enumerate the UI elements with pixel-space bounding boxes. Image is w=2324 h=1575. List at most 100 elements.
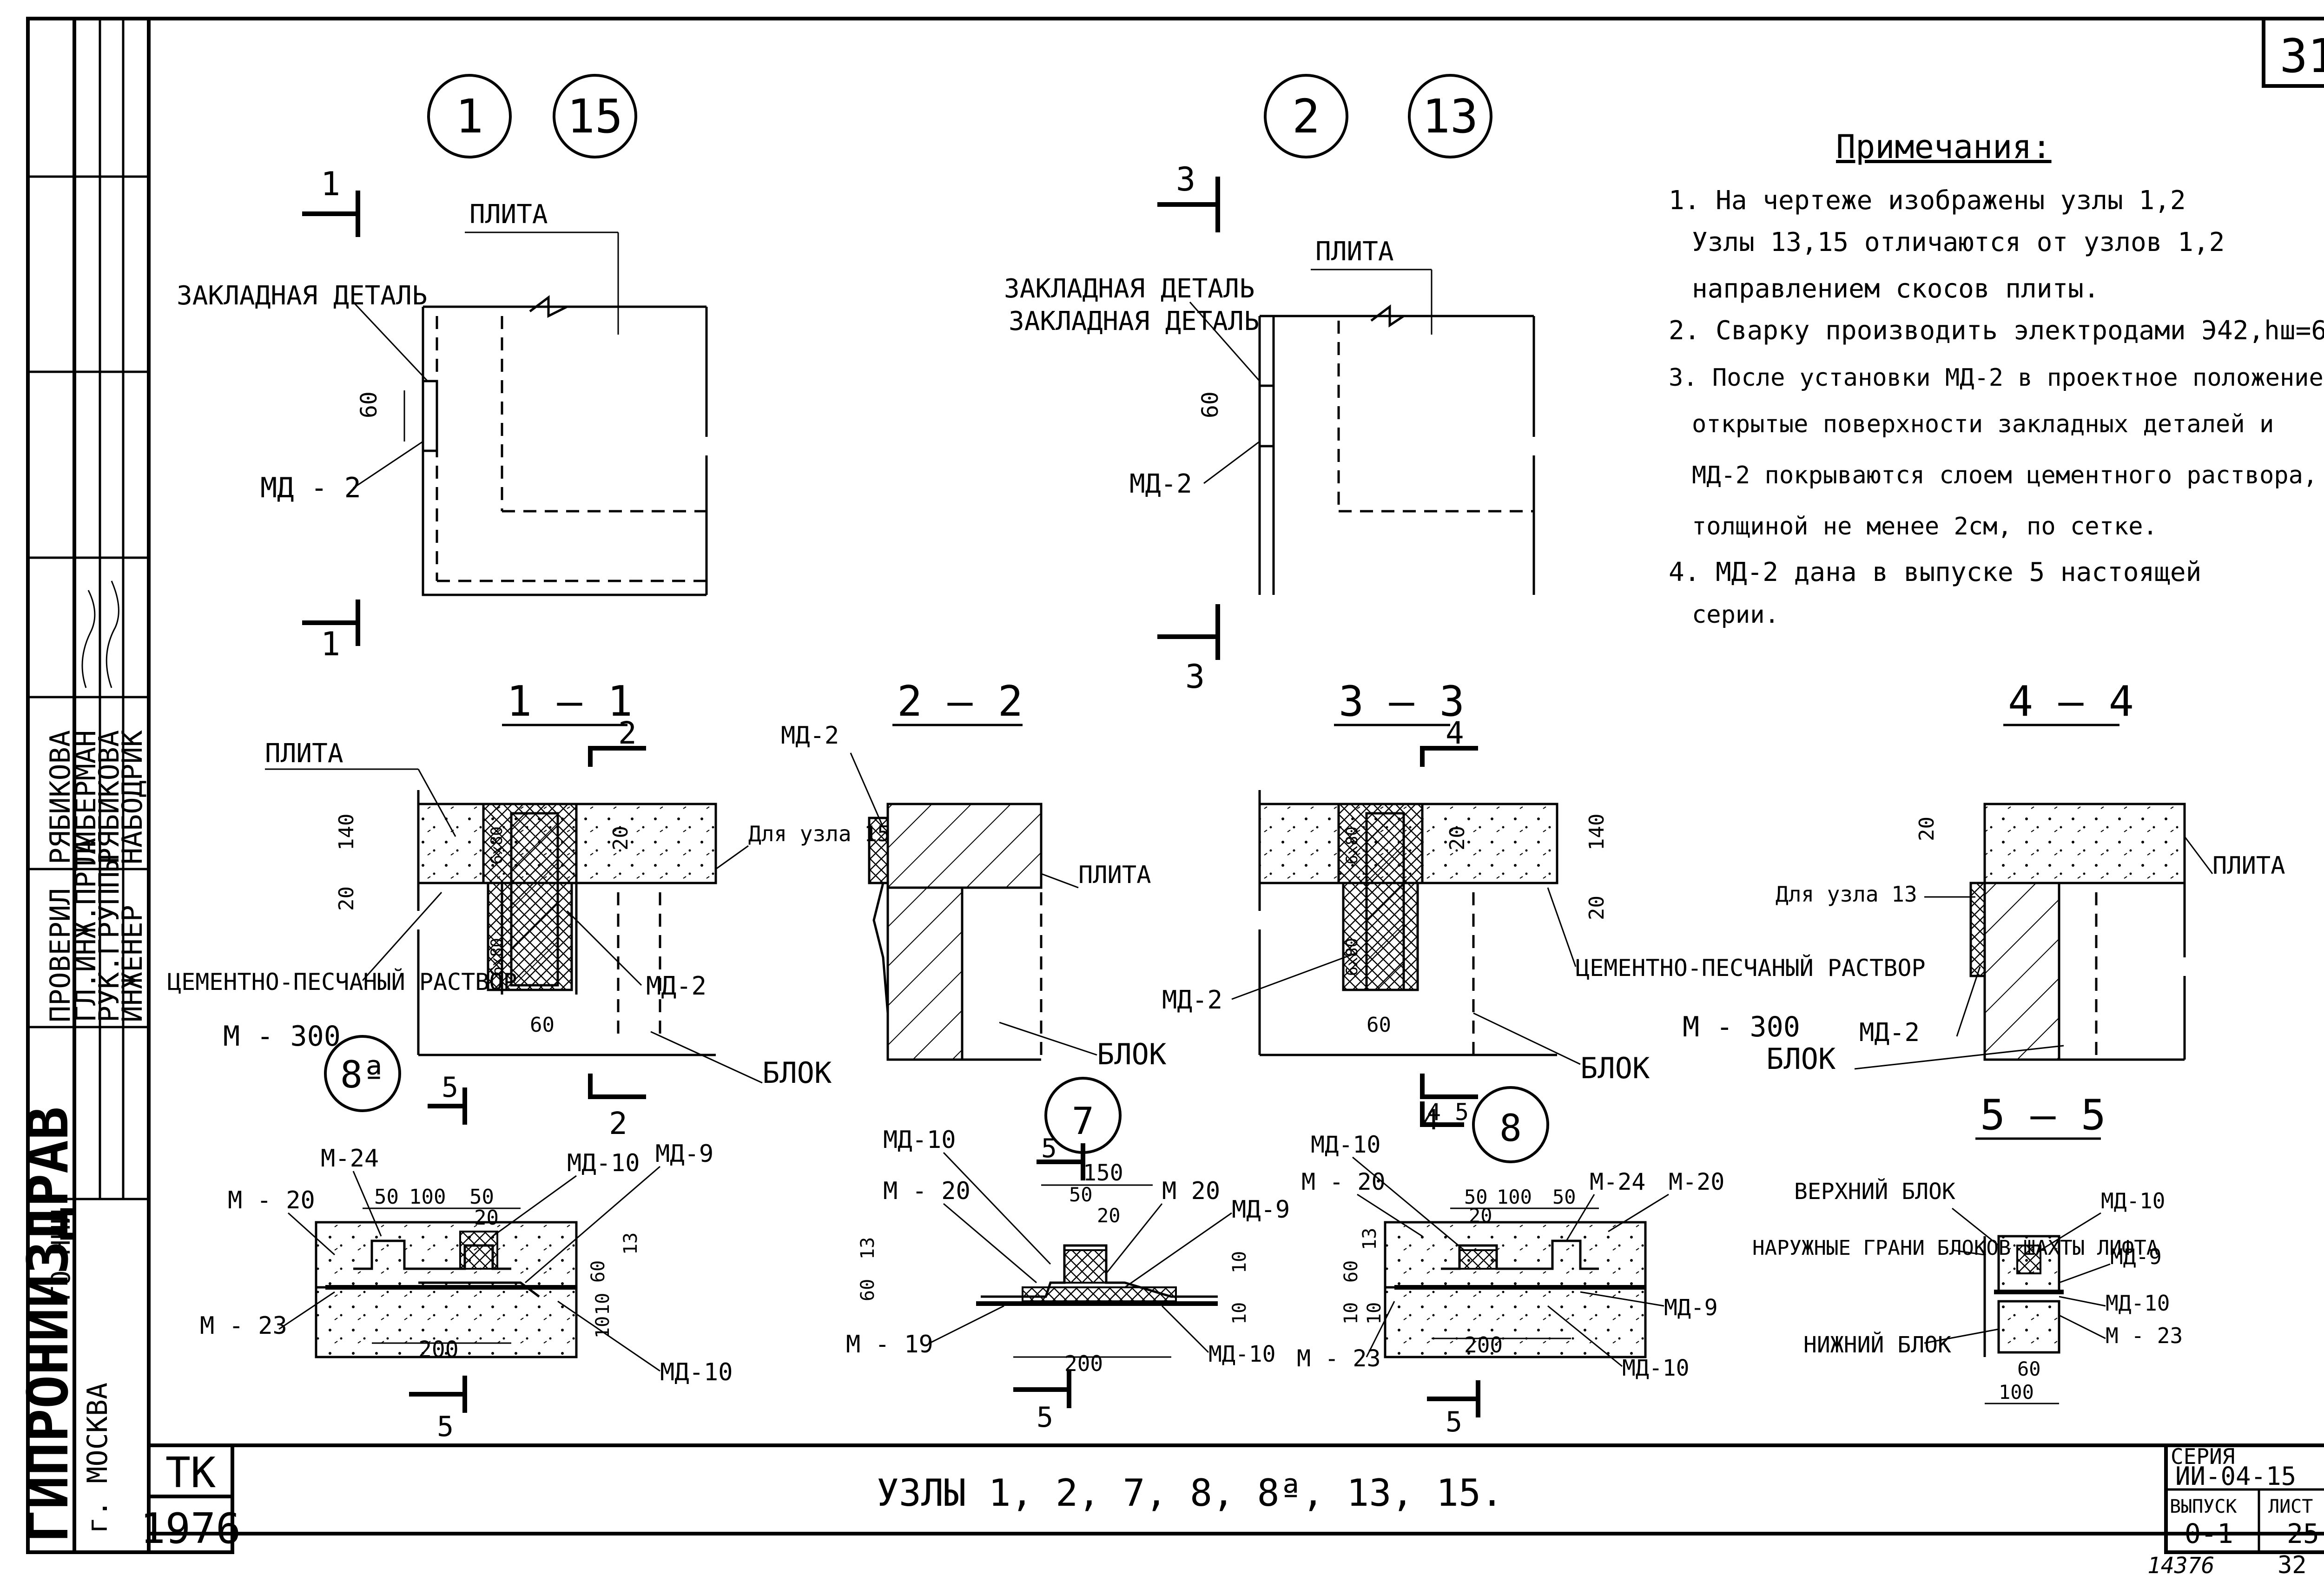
section-5-5: 5 — 5 ВЕРХНИЙ БЛОК НАРУЖНЫЕ ГРАНИ БЛОКОВ… xyxy=(1752,1091,2183,1404)
cut-label: 1 xyxy=(321,625,340,663)
note-line: открытые поверхности закладных деталей и xyxy=(1692,410,2274,438)
sheet-number: 31 xyxy=(2280,29,2324,83)
part-label: М-24 xyxy=(321,1145,379,1173)
sheet-frame xyxy=(26,17,2324,1554)
node-number: 8ª xyxy=(340,1053,385,1096)
section-title: 3 — 3 xyxy=(1339,677,1465,726)
section-title: 2 — 2 xyxy=(897,677,1023,726)
dim: 140 xyxy=(335,814,358,850)
cut-label: 3 xyxy=(1185,658,1205,696)
part-label: МД-10 xyxy=(567,1149,640,1177)
dim: 60 xyxy=(857,1279,878,1301)
dim: 60 xyxy=(530,1013,555,1037)
section-4-4: 4 — 4 20 ПЛИТА Для узла 13 МД-2 БЛОК xyxy=(1766,677,2285,1076)
seria-label: СЕРИЯ xyxy=(2171,1444,2235,1469)
part-label: М-20 xyxy=(1669,1168,1724,1195)
list-label: ЛИСТ xyxy=(2268,1496,2313,1517)
part-label: М - 19 xyxy=(846,1331,933,1358)
cut-label: 1 xyxy=(321,165,340,203)
part-label: МД-10 xyxy=(1622,1355,1690,1381)
faces-label: НАРУЖНЫЕ ГРАНИ БЛОКОВ ШАХТЫ ЛИФТА xyxy=(1752,1236,2159,1260)
plate-label: ПЛИТА xyxy=(2212,852,2285,880)
title-strip: ГЛ.ИНЖ.ПРТА РУК.ГРУППЫ ИНЖЕНЕР ПРОВЕРИЛ … xyxy=(16,19,149,1552)
cut-label: 5 xyxy=(1446,1406,1462,1438)
dim: 150 xyxy=(1083,1160,1123,1186)
dim: 50 xyxy=(469,1185,494,1209)
lower-label: НИЖНИЙ БЛОК xyxy=(1803,1331,1951,1358)
section-2-2: 2 — 2 МД-2 ПЛИТА БЛОК xyxy=(781,677,1167,1071)
tk-label: ТК xyxy=(165,1449,216,1497)
mortar-label: ЦЕМЕНТНО-ПЕСЧАНЫЙ РАСТВОР xyxy=(1576,954,1926,982)
section-title: 1 — 1 xyxy=(507,677,633,726)
notes: Примечания: 1. На чертеже изображены узл… xyxy=(1669,128,2324,629)
cut-label: 5 xyxy=(437,1410,454,1443)
node-number: 8 xyxy=(1499,1107,1522,1150)
grade-label: М - 300 xyxy=(1683,1011,1800,1043)
note-line: направлением скосов плиты. xyxy=(1692,274,2100,304)
part-label: М - 20 xyxy=(1301,1168,1386,1195)
part-label: М - 23 xyxy=(1297,1345,1381,1372)
part-label: М-24 xyxy=(1590,1168,1645,1195)
role-3: ИНЖЕНЕР xyxy=(116,905,149,1022)
dim-60: 60 xyxy=(1197,391,1223,418)
dim: 20 xyxy=(1585,896,1609,920)
node-marker xyxy=(1264,74,1348,158)
plan-view-1-15: 1 15 ПЛИТА ЗАКЛАДНАЯ ДЕТАЛЬ 60 МД - 2 1 … xyxy=(177,74,708,663)
dim: 100 xyxy=(1999,1381,2034,1404)
grade-label: М - 300 xyxy=(223,1020,341,1053)
part-label: МД-10 xyxy=(1311,1131,1381,1158)
role-2: РУК.ГРУППЫ xyxy=(93,855,125,1022)
dim: 10 xyxy=(592,1293,614,1315)
part-label: МД-2 xyxy=(1162,985,1222,1015)
dim: 100 xyxy=(1497,1186,1532,1208)
detail-7: 7 5 МД-10 М - 20 М 20 МД-9 М - 19 МД-10 … xyxy=(846,1077,1290,1434)
sheet-number-box: 31 xyxy=(2262,17,2324,88)
part-label: МД-10 xyxy=(1208,1341,1276,1367)
node-number: 15 xyxy=(567,89,623,144)
notes-title: Примечания: xyxy=(1836,128,2052,166)
cut-label: 5 xyxy=(442,1071,458,1104)
dim: 10 xyxy=(1229,1251,1250,1273)
plate-label: ПЛИТА xyxy=(1315,237,1394,267)
section-title: 5 — 5 xyxy=(1980,1091,2106,1140)
dim: 50 xyxy=(1069,1183,1093,1206)
upper-label: ВЕРХНИЙ БЛОК xyxy=(1794,1178,1955,1205)
section-1-1: 1 — 1 ПЛИТА 140 20 20 60 6x80 6x80 Для у… xyxy=(167,677,890,1141)
cut-label: 3 xyxy=(1176,160,1195,198)
vypusk-value: 0-1 xyxy=(2185,1518,2233,1549)
dim: 20 xyxy=(335,886,358,911)
block-label: БЛОК xyxy=(1766,1042,1836,1076)
block-label: БЛОК xyxy=(1097,1037,1167,1071)
city: г. МОСКВА xyxy=(81,1383,114,1534)
section-3-3: 3 — 3 20 140 20 60 6x80 6x80 МД-2 ЦЕМЕНТ… xyxy=(1162,677,1926,1136)
node-number: 1 xyxy=(456,89,483,144)
part-label: МД-9 xyxy=(1232,1196,1290,1224)
node-marker xyxy=(1408,74,1492,158)
embed-label: ЗАКЛАДНАЯ ДЕТАЛЬ xyxy=(1004,274,1254,304)
dim: 13 xyxy=(857,1237,878,1259)
note-label: Для узла 13 xyxy=(1776,882,1917,907)
part-label: МД-2 xyxy=(1129,469,1192,499)
note-line: 4. МД-2 дана в выпуске 5 настоящей xyxy=(1669,557,2201,587)
node-number: 7 xyxy=(1072,1100,1094,1143)
cut-label: 5 xyxy=(1037,1401,1053,1434)
node-number: 2 xyxy=(1292,89,1320,144)
dim: 10 xyxy=(592,1316,614,1338)
note-line: толщиной не менее 2см, по сетке. xyxy=(1692,513,2158,540)
detail-8: 8 4 5 МД-10 М - 20 М-24 М-20 МД-9 М - 23… xyxy=(1297,1086,1724,1438)
dim: 140 xyxy=(1585,814,1609,850)
note-line: 2. Сварку производить электродами Э42,hш… xyxy=(1669,316,2324,346)
part-label: МД-2 xyxy=(646,971,706,1001)
dim: 200 xyxy=(1464,1332,1503,1358)
dim: 60 xyxy=(588,1260,609,1283)
name-3: НАБОДРИК xyxy=(116,730,149,864)
node-marker xyxy=(324,1035,401,1112)
dim: 50 xyxy=(374,1185,399,1209)
part-label: МД-10 xyxy=(660,1358,733,1386)
series-box: СЕРИЯ ИИ-04-15 ВЫПУСК 0-1 ЛИСТ 25 xyxy=(2164,1443,2324,1554)
part-label: МД-10 xyxy=(2106,1291,2170,1316)
part-label: МД-2 xyxy=(781,722,839,750)
name-4: РЯБИКОВА xyxy=(44,730,77,864)
plate-label: ПЛИТА xyxy=(1078,861,1151,889)
